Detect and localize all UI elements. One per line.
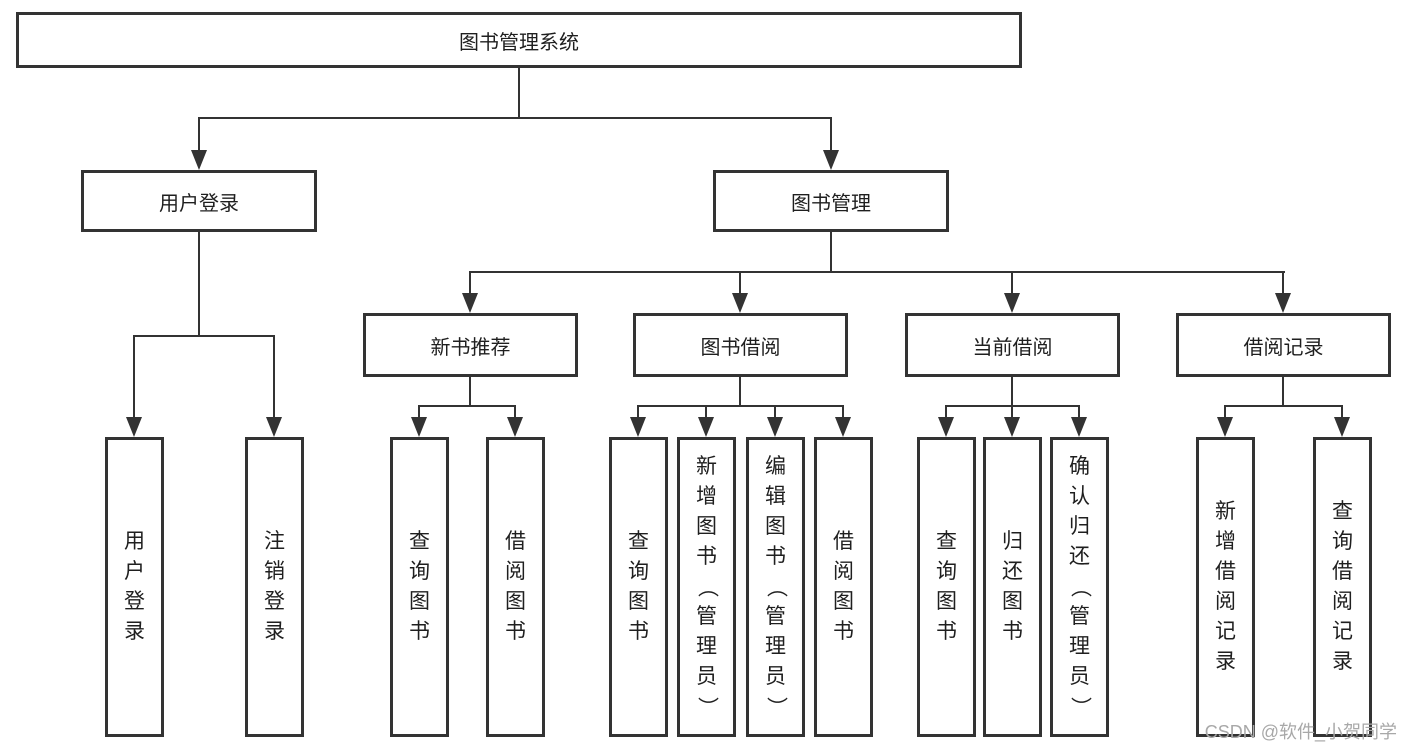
leaf-label: 查询图书 [936,530,957,643]
leaf-label: 查询图书 [409,530,430,643]
leaf-label: 查询借阅记录 [1332,500,1353,673]
edge-drop-book-management [830,117,832,150]
leaf-label: 新增借阅记录 [1215,500,1236,673]
edge-drop-leaf [1011,405,1013,417]
node-user-login-label: 用户登录 [159,192,239,215]
edge-drop-leaf-logout [273,335,275,417]
leaf-label: 新增图书（管理员） [695,455,719,718]
arrowhead-leaf-logout [266,417,282,437]
edge-root-stem [518,68,520,118]
leaf-edit-books-admin: 编辑图书（管理员） [746,437,805,737]
edge-book-borrow-stem [739,377,741,406]
leaf-borrow-books-1: 借阅图书 [486,437,545,737]
arrowhead-leaf [507,417,523,437]
edge-drop-leaf [514,405,516,417]
leaf-query-books-3: 查询图书 [917,437,976,737]
arrowhead-leaf [1004,417,1020,437]
edge-user-login-rail [133,335,275,337]
node-book-management: 图书管理 [713,170,949,232]
edge-drop-new-book-recommend [469,271,471,293]
leaf-label: 注销登录 [264,530,285,643]
edge-new-book-recommend-stem [469,377,471,406]
arrowhead-leaf-user-login [126,417,142,437]
edge-drop-current-borrow [1011,271,1013,293]
arrowhead-leaf [767,417,783,437]
edge-drop-leaf [1078,405,1080,417]
edge-drop-book-borrow [739,271,741,293]
arrowhead-user-login [191,150,207,170]
leaf-label: 编辑图书（管理员） [764,455,788,718]
leaf-label: 用户登录 [124,530,145,643]
arrowhead-borrow-records [1275,293,1291,313]
arrowhead-current-borrow [1004,293,1020,313]
edge-drop-leaf [774,405,776,417]
node-book-borrow: 图书借阅 [633,313,848,377]
node-new-book-recommend: 新书推荐 [363,313,578,377]
edge-drop-leaf [945,405,947,417]
node-root-label: 图书管理系统 [459,31,579,54]
arrowhead-leaf [698,417,714,437]
edge-root-rail [198,117,832,119]
arrowhead-book-borrow [732,293,748,313]
edge-drop-leaf-user-login [133,335,135,417]
edge-drop-leaf [1341,405,1343,417]
leaf-query-books-1: 查询图书 [390,437,449,737]
leaf-label: 归还图书 [1002,530,1023,643]
edge-drop-leaf [705,405,707,417]
edge-drop-leaf [842,405,844,417]
leaf-return-books: 归还图书 [983,437,1042,737]
edge-drop-borrow-records [1282,271,1284,293]
arrowhead-leaf [411,417,427,437]
arrowhead-leaf [938,417,954,437]
leaf-borrow-books-2: 借阅图书 [814,437,873,737]
leaf-add-borrow-record: 新增借阅记录 [1196,437,1255,737]
node-borrow-records: 借阅记录 [1176,313,1391,377]
leaf-query-borrow-record: 查询借阅记录 [1313,437,1372,737]
edge-borrow-records-stem [1282,377,1284,406]
leaf-label: 借阅图书 [505,530,526,643]
leaf-query-books-2: 查询图书 [609,437,668,737]
node-book-management-label: 图书管理 [791,192,871,215]
leaf-user-login: 用户登录 [105,437,164,737]
leaf-add-books-admin: 新增图书（管理员） [677,437,736,737]
leaf-label: 查询图书 [628,530,649,643]
arrowhead-leaf [835,417,851,437]
leaf-label: 确认归还（管理员） [1068,455,1092,718]
node-user-login: 用户登录 [81,170,317,232]
node-new-book-recommend-label: 新书推荐 [430,336,511,359]
edge-drop-leaf [1224,405,1226,417]
edge-new-book-recommend-rail [418,405,516,407]
node-current-borrow-label: 当前借阅 [972,336,1053,359]
arrowhead-new-book-recommend [462,293,478,313]
edge-borrow-records-rail [1224,405,1343,407]
node-root: 图书管理系统 [16,12,1022,68]
arrowhead-leaf [1334,417,1350,437]
arrowhead-book-management [823,150,839,170]
edge-book-management-stem [830,232,832,273]
edge-drop-leaf [418,405,420,417]
edge-current-borrow-stem [1011,377,1013,406]
leaf-label: 借阅图书 [833,530,854,643]
arrowhead-leaf [1071,417,1087,437]
edge-drop-leaf [637,405,639,417]
arrowhead-leaf [1217,417,1233,437]
node-borrow-records-label: 借阅记录 [1243,336,1324,359]
leaf-confirm-return-admin: 确认归还（管理员） [1050,437,1109,737]
watermark-text: CSDN @软件_小贺同学 [1204,722,1397,742]
node-current-borrow: 当前借阅 [905,313,1120,377]
leaf-logout: 注销登录 [245,437,304,737]
node-book-borrow-label: 图书借阅 [700,336,781,359]
edge-book-management-rail [469,271,1285,273]
edge-drop-user-login [198,117,200,150]
edge-book-borrow-rail [637,405,844,407]
edge-user-login-stem [198,232,200,336]
arrowhead-leaf [630,417,646,437]
